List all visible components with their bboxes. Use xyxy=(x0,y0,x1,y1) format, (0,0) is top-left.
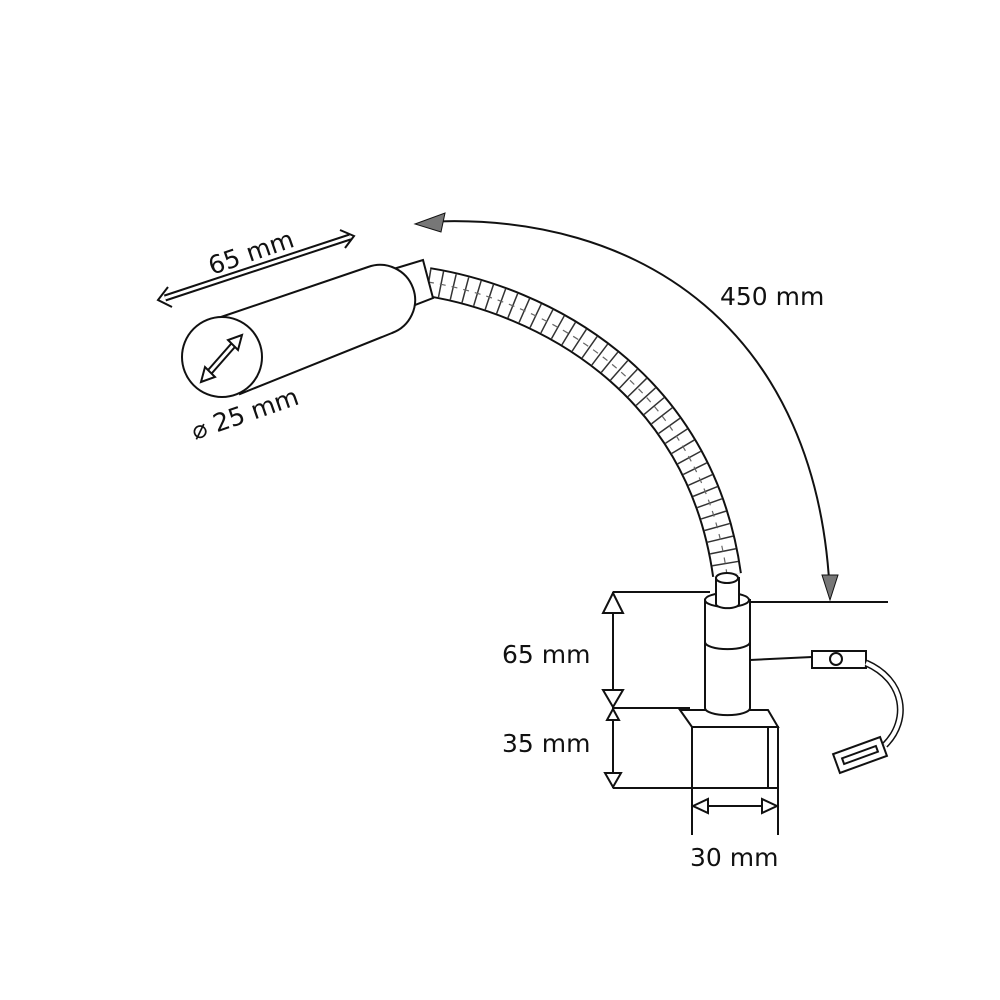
height-dimension xyxy=(601,590,625,790)
head-length-arrow xyxy=(156,229,356,308)
switch-button-icon xyxy=(829,652,843,666)
power-cable xyxy=(749,650,904,775)
width-dimension xyxy=(690,788,780,835)
power-plug xyxy=(831,735,889,775)
head-body xyxy=(216,263,417,396)
lamp-head xyxy=(181,258,435,398)
diameter-arrow-icon xyxy=(199,333,244,384)
arm-length-label: 450 mm xyxy=(720,282,824,311)
gooseneck-arm xyxy=(425,267,742,578)
base-width-label: 30 mm xyxy=(690,843,778,872)
arm-length-arc xyxy=(413,212,839,602)
post-height-label: 65 mm xyxy=(502,640,590,669)
base-mount xyxy=(613,572,888,789)
base-height-label: 35 mm xyxy=(502,729,590,758)
